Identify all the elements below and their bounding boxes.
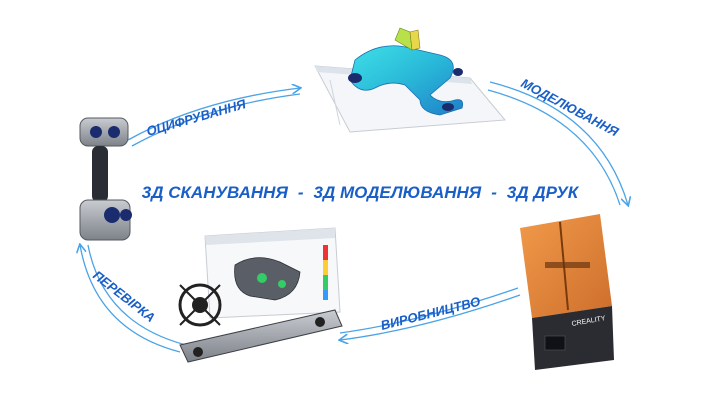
arrow-inspection-to-scanner: [80, 245, 181, 353]
stage-label-digitizing: ОЦИФРУВАННЯ: [145, 96, 248, 139]
optical-tracker: [178, 283, 222, 327]
arrow-digitizing-to-modeling: [127, 88, 300, 141]
title-separator: -: [297, 183, 304, 202]
cad-software-screen: [314, 27, 507, 133]
resin-3d-printer: [520, 214, 614, 370]
inspection-software-screen: [204, 227, 341, 319]
title-printing: 3Д ДРУК: [506, 183, 579, 202]
arrow-printer-to-inspection-inner: [339, 287, 519, 334]
title-modeling: 3Д МОДЕЛЮВАННЯ: [313, 183, 482, 202]
tracking-bar-scanner: [179, 309, 343, 363]
center-title: 3Д СКАНУВАННЯ - 3Д МОДЕЛЮВАННЯ - 3Д ДРУК: [142, 180, 579, 206]
arrow-digitizing-to-modeling-inner: [131, 93, 301, 147]
arrow-modeling-to-printer-inner: [487, 89, 621, 206]
cad-part-model: [348, 27, 464, 116]
cycle-path: [80, 81, 628, 353]
stage-label-inspection: ПЕРЕВІРКА: [90, 268, 158, 326]
arrow-inspection-to-scanner-inner: [87, 244, 187, 346]
handheld-3d-scanner: [79, 117, 132, 241]
title-scanning: 3Д СКАНУВАННЯ: [141, 183, 288, 202]
title-separator: -: [491, 183, 497, 202]
stage-label-production: ВИРОБНИЦТВО: [379, 294, 482, 333]
arrow-modeling-to-printer: [489, 81, 628, 205]
arrow-printer-to-inspection: [340, 294, 521, 340]
